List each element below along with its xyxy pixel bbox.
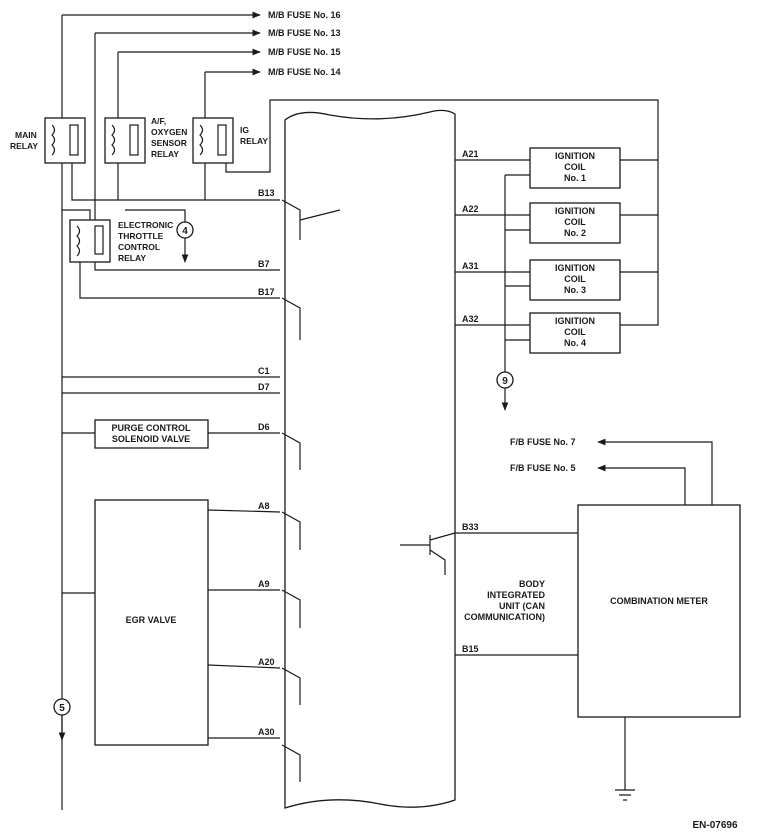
svg-text:EGR VALVE: EGR VALVE <box>126 615 177 625</box>
svg-text:F/B FUSE No. 5: F/B FUSE No. 5 <box>510 463 576 473</box>
egr-valve <box>94 499 281 746</box>
svg-text:F/B FUSE No. 7: F/B FUSE No. 7 <box>510 437 576 447</box>
relay-wiring <box>62 99 659 594</box>
svg-text:SENSOR: SENSOR <box>151 138 187 148</box>
svg-text:No. 1: No. 1 <box>564 173 586 183</box>
svg-text:IGNITION: IGNITION <box>555 206 595 216</box>
pin-labels-right: A21 A22 A31 A32 B33 B15 <box>462 149 479 654</box>
pin-labels-left: B13 B7 B17 C1 D7 D6 A8 A9 A20 A30 <box>258 188 275 737</box>
svg-text:COIL: COIL <box>564 162 586 172</box>
ig-relay <box>192 117 234 164</box>
fuse-label-16: M/B FUSE No. 16 <box>268 10 341 20</box>
svg-text:PURGE CONTROL: PURGE CONTROL <box>111 423 191 433</box>
svg-text:B13: B13 <box>258 188 275 198</box>
svg-text:D7: D7 <box>258 382 270 392</box>
svg-text:RELAY: RELAY <box>240 136 268 146</box>
svg-text:RELAY: RELAY <box>118 253 146 263</box>
svg-text:COIL: COIL <box>564 217 586 227</box>
svg-text:IGNITION: IGNITION <box>555 151 595 161</box>
connector-9: 9 <box>496 371 514 389</box>
combination-meter <box>455 438 741 801</box>
af-oxygen-sensor-relay <box>104 117 146 164</box>
svg-text:A31: A31 <box>462 261 479 271</box>
svg-text:COIL: COIL <box>564 327 586 337</box>
svg-text:No. 4: No. 4 <box>564 338 586 348</box>
svg-text:A8: A8 <box>258 501 270 511</box>
fuse-label-14: M/B FUSE No. 14 <box>268 67 341 77</box>
connector-5: 5 <box>53 698 71 716</box>
coil-labels: IGNITION COIL No. 1 IGNITION COIL No. 2 … <box>555 151 595 348</box>
svg-text:A22: A22 <box>462 204 479 214</box>
svg-text:OXYGEN: OXYGEN <box>151 127 187 137</box>
fuse-labels: M/B FUSE No. 16 M/B FUSE No. 13 M/B FUSE… <box>268 10 341 77</box>
svg-text:COMMUNICATION): COMMUNICATION) <box>464 612 545 622</box>
svg-text:No. 3: No. 3 <box>564 285 586 295</box>
svg-text:THROTTLE: THROTTLE <box>118 231 164 241</box>
svg-text:SOLENOID VALVE: SOLENOID VALVE <box>112 434 190 444</box>
main-relay <box>44 117 86 164</box>
svg-text:A30: A30 <box>258 727 275 737</box>
svg-text:MAIN: MAIN <box>15 130 37 140</box>
relay-labels: MAIN RELAY A/F, OXYGEN SENSOR RELAY IG R… <box>10 116 268 263</box>
svg-text:B17: B17 <box>258 287 275 297</box>
svg-text:UNIT (CAN: UNIT (CAN <box>499 601 545 611</box>
svg-text:5: 5 <box>59 703 65 714</box>
svg-text:No. 2: No. 2 <box>564 228 586 238</box>
svg-text:IGNITION: IGNITION <box>555 263 595 273</box>
component-labels: PURGE CONTROL SOLENOID VALVE EGR VALVE F… <box>111 423 737 831</box>
svg-text:INTEGRATED: INTEGRATED <box>487 590 545 600</box>
ignition-coils <box>455 147 658 372</box>
svg-text:D6: D6 <box>258 422 270 432</box>
svg-text:B33: B33 <box>462 522 479 532</box>
fuse-label-15: M/B FUSE No. 15 <box>268 47 341 57</box>
figure-id: EN-07696 <box>692 820 737 831</box>
svg-text:IG: IG <box>240 125 249 135</box>
svg-text:B7: B7 <box>258 259 270 269</box>
fuse-label-13: M/B FUSE No. 13 <box>268 28 341 38</box>
electronic-throttle-control-relay <box>69 219 111 263</box>
svg-text:A/F,: A/F, <box>151 116 166 126</box>
svg-text:B15: B15 <box>462 644 479 654</box>
svg-text:9: 9 <box>502 376 508 387</box>
purge-control-solenoid-valve <box>94 419 209 449</box>
ecm-transistors <box>281 199 341 782</box>
svg-text:C1: C1 <box>258 366 270 376</box>
svg-text:A32: A32 <box>462 314 479 324</box>
svg-text:4: 4 <box>182 226 188 237</box>
svg-text:BODY: BODY <box>519 579 545 589</box>
svg-text:COMBINATION METER: COMBINATION METER <box>610 596 708 606</box>
connector-4: 4 <box>176 221 194 239</box>
svg-text:ELECTRONIC: ELECTRONIC <box>118 220 173 230</box>
svg-text:A21: A21 <box>462 149 479 159</box>
svg-text:A9: A9 <box>258 579 270 589</box>
svg-text:CONTROL: CONTROL <box>118 242 160 252</box>
ecm-body <box>284 109 456 809</box>
svg-text:A20: A20 <box>258 657 275 667</box>
svg-text:IGNITION: IGNITION <box>555 316 595 326</box>
svg-text:COIL: COIL <box>564 274 586 284</box>
b33-transistor <box>400 532 456 575</box>
svg-text:RELAY: RELAY <box>10 141 38 151</box>
svg-text:RELAY: RELAY <box>151 149 179 159</box>
